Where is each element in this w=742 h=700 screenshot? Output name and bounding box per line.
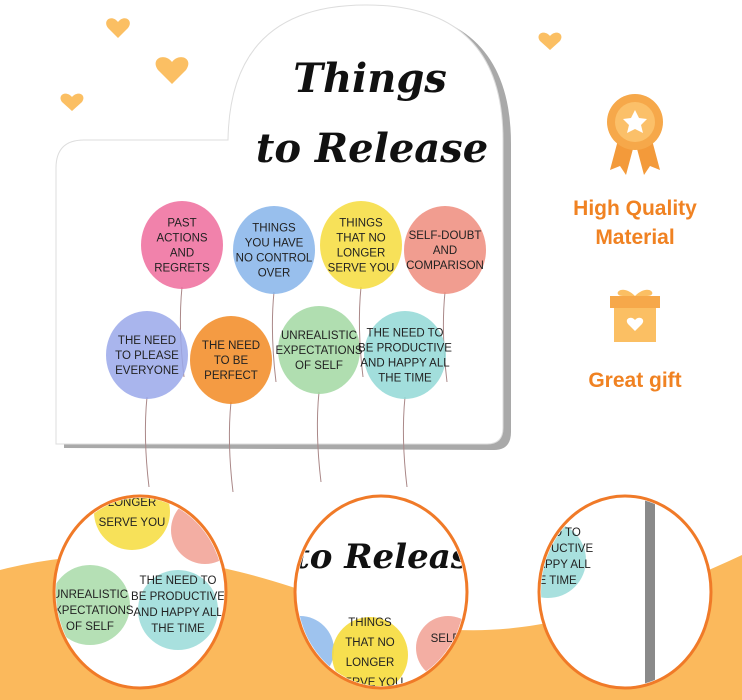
- balloon-text: OVER: [258, 268, 291, 280]
- balloon-text: THE NEED: [118, 335, 176, 347]
- balloon-text: PERFECT: [204, 370, 258, 382]
- feature-great-gift: Great gift: [588, 369, 682, 392]
- balloon: PAST ACTIONS AND REGRETS: [141, 201, 223, 378]
- detail-text: SERVE YOU: [99, 517, 166, 529]
- detail-text: THINGS: [348, 617, 392, 629]
- detail-text: ND HAPPY ALL: [509, 559, 591, 571]
- balloon: THE NEED TO PLEASE EVERYONE: [106, 311, 188, 488]
- balloon-text: NO CONTROL: [236, 253, 313, 265]
- heart-icon: [60, 93, 84, 111]
- balloon-text: PAST: [167, 218, 196, 230]
- feature-high-quality: High Quality Material: [573, 197, 697, 249]
- ribbon-badge-icon: [607, 94, 663, 175]
- detail-text: THE NEED TO: [140, 575, 217, 587]
- detail-text: E NEED TO: [519, 527, 581, 539]
- balloon: UNREALISTIC EXPECTATIONS OF SELF: [275, 306, 363, 483]
- detail-text: LONGER: [108, 497, 157, 509]
- detail-text: EXPECTATIONS: [46, 605, 133, 617]
- heart-icon: [538, 32, 562, 50]
- detail-text: THAT NO: [345, 637, 394, 649]
- balloon-text: AND: [170, 248, 194, 260]
- detail-text: UNREALISTIC: [52, 589, 128, 601]
- detail-circle-1: LONGER SERVE YOU UNREALISTIC EXPECTATIONS OF…: [46, 494, 228, 690]
- decorative-hearts: [60, 18, 562, 111]
- balloon-text: TO BE: [214, 355, 249, 367]
- detail-title: to Releas: [294, 537, 470, 577]
- gift-box-icon: [610, 289, 660, 342]
- title-line-1: Things: [293, 55, 447, 102]
- balloon-text: BE PRODUCTIVE: [358, 343, 452, 355]
- balloon: THINGS YOU HAVE NO CONTROL OVER: [233, 206, 315, 383]
- detail-text: THE TIME: [523, 575, 577, 587]
- detail-circle-3: E NEED TO E PRODUCTIVE ND HAPPY ALL THE TIM…: [507, 494, 713, 690]
- balloon-text: AND: [433, 245, 457, 257]
- balloon-text: THE NEED: [202, 340, 260, 352]
- balloon-text: ACTIONS: [156, 233, 207, 245]
- balloon: SELF-DOUBT AND COMPARISON: [404, 206, 486, 383]
- balloon: THE NEED TO BE PERFECT: [190, 316, 272, 493]
- balloon-text: AND HAPPY ALL: [360, 358, 450, 370]
- balloon: THINGS THAT NO LONGER SERVE YOU: [320, 201, 402, 378]
- balloon-text: THINGS: [252, 223, 296, 235]
- balloon: THE NEED TO BE PRODUCTIVE AND HAPPY ALL THE…: [358, 311, 452, 488]
- balloon-text: THE TIME: [378, 373, 432, 385]
- balloon-text: THINGS: [339, 218, 383, 230]
- detail-text: E PRODUCTIVE: [507, 543, 594, 555]
- balloon-text: YOU HAVE: [245, 238, 304, 250]
- detail-text: SERVE YOU: [337, 677, 404, 689]
- balloon-text: THAT NO: [336, 233, 385, 245]
- balloon-text: EXPECTATIONS: [275, 345, 362, 357]
- title-line-2: to Release: [256, 125, 488, 172]
- detail-text: LONGER: [346, 657, 395, 669]
- balloon-text: UNREALISTIC: [281, 330, 357, 342]
- balloon-text: REGRETS: [154, 263, 210, 275]
- heart-icon: [155, 57, 189, 84]
- balloon-text: LONGER: [337, 248, 386, 260]
- detail-text: BE PRODUCTIVE: [131, 591, 225, 603]
- detail-text: OF SELF: [66, 621, 114, 633]
- balloon-text: THE NEED TO: [367, 328, 444, 340]
- balloon-text: COMPARISON: [406, 260, 484, 272]
- detail-text: THE TIME: [151, 623, 205, 635]
- balloon-text: TO PLEASE: [115, 350, 179, 362]
- balloon-text: OF SELF: [295, 360, 343, 372]
- balloon-text: EVERYONE: [115, 365, 179, 377]
- heart-icon: [106, 18, 130, 38]
- detail-text: AND HAPPY ALL: [133, 607, 223, 619]
- balloon-text: SELF-DOUBT: [409, 230, 482, 242]
- balloon-text: SERVE YOU: [328, 263, 395, 275]
